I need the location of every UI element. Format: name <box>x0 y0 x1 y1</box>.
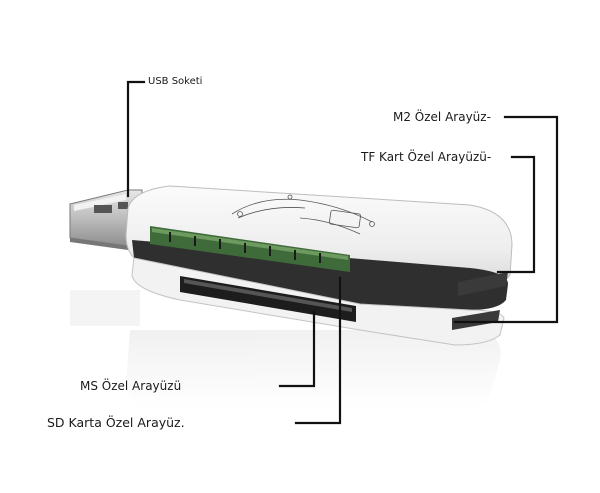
usb-socket-label: USB Soketi <box>148 76 203 87</box>
card-reader-device-icon <box>125 185 513 346</box>
leader-m2 <box>453 115 559 324</box>
leader-tf <box>496 155 536 274</box>
leader-lines <box>126 80 559 425</box>
ms-interface-label: MS Özel Arayüzü <box>80 379 182 393</box>
sd-card-interface-label: SD Karta Özel Arayüz. <box>47 415 185 430</box>
usb-plug-icon <box>69 189 143 250</box>
leader-ms <box>278 310 316 388</box>
leader-usb <box>126 80 146 198</box>
leader-sd <box>294 276 342 425</box>
tf-card-interface-label: TF Kart Özel Arayüzü- <box>361 150 492 164</box>
m2-interface-label: M2 Özel Arayüz- <box>393 110 491 124</box>
